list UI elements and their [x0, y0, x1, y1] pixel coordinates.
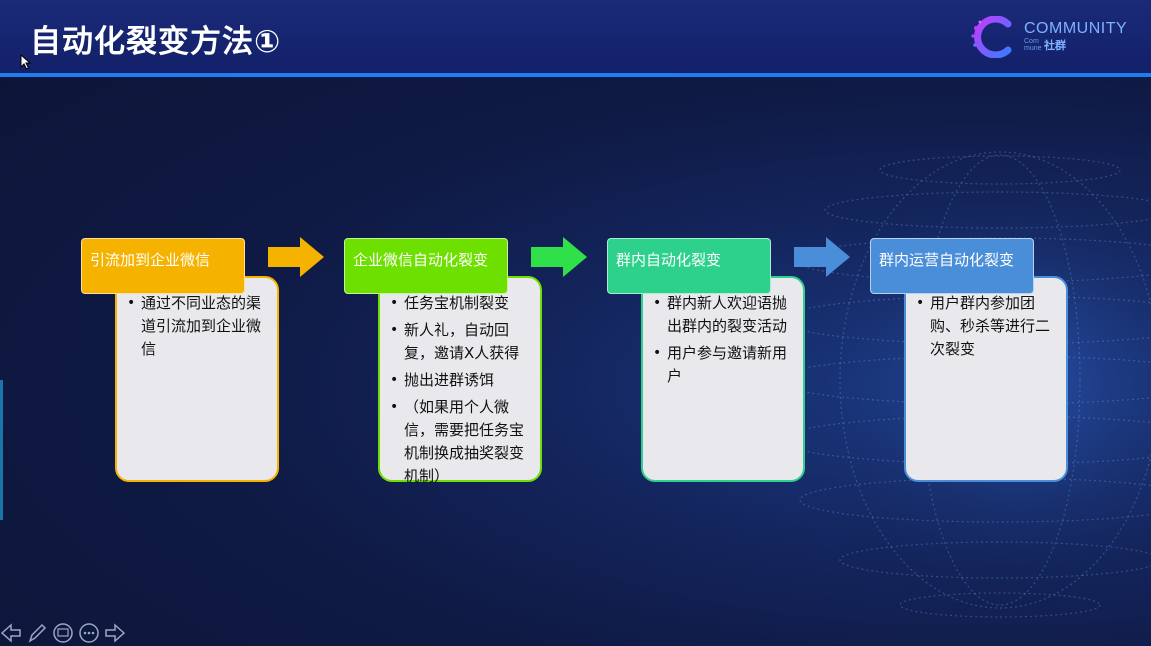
- bullet-item: 任务宝机制裂变: [390, 292, 532, 315]
- bullet-item: （如果用个人微信，需要把任务宝机制换成抽奖裂变机制）: [390, 396, 532, 488]
- community-logo: COMMUNITY Com mune 社群: [968, 15, 1128, 59]
- right-arrow-icon: [794, 237, 850, 277]
- logo-small-text: Com mune: [1024, 38, 1042, 52]
- previous-icon[interactable]: [0, 622, 22, 644]
- step-2: 任务宝机制裂变 新人礼，自动回复，邀请X人获得 抛出进群诱饵 （如果用个人微信，…: [344, 238, 544, 488]
- step-label: 企业微信自动化裂变: [344, 238, 508, 294]
- slide-title: 自动化裂变方法①: [30, 24, 282, 60]
- presentation-toolbar: [0, 622, 130, 646]
- more-icon[interactable]: [78, 622, 100, 644]
- slides-icon[interactable]: [52, 622, 74, 644]
- bullet-item: 抛出进群诱饵: [390, 369, 532, 392]
- step-card: 群内新人欢迎语抛出群内的裂变活动 用户参与邀请新用户: [641, 276, 805, 482]
- slide-header: 自动化裂变方法① COMMUNITY Com mune 社群: [0, 0, 1151, 74]
- step-card: 用户群内参加团购、秒杀等进行二次裂变: [904, 276, 1068, 482]
- step-4: 用户群内参加团购、秒杀等进行二次裂变 群内运营自动化裂变: [870, 238, 1070, 488]
- bullet-item: 群内新人欢迎语抛出群内的裂变活动: [653, 292, 795, 338]
- logo-cn-text: 社群: [1044, 39, 1066, 52]
- logo-c-icon: [971, 15, 1012, 59]
- left-edge-accent: [0, 380, 3, 520]
- bullet-item: 新人礼，自动回复，邀请X人获得: [390, 319, 532, 365]
- step-1: 通过不同业态的渠道引流加到企业微信 引流加到企业微信: [81, 238, 281, 488]
- step-3: 群内新人欢迎语抛出群内的裂变活动 用户参与邀请新用户 群内自动化裂变: [607, 238, 807, 488]
- bullet-item: 用户参与邀请新用户: [653, 342, 795, 388]
- right-arrow-icon: [531, 237, 587, 277]
- right-arrow-icon: [268, 237, 324, 277]
- next-icon[interactable]: [104, 622, 126, 644]
- step-card: 通过不同业态的渠道引流加到企业微信: [115, 276, 279, 482]
- bullet-item: 用户群内参加团购、秒杀等进行二次裂变: [916, 292, 1058, 361]
- step-label: 群内自动化裂变: [607, 238, 771, 294]
- step-label: 群内运营自动化裂变: [870, 238, 1034, 294]
- pen-icon[interactable]: [26, 622, 48, 644]
- mouse-cursor-icon: [20, 54, 32, 70]
- bullet-item: 通过不同业态的渠道引流加到企业微信: [127, 292, 269, 361]
- step-label: 引流加到企业微信: [81, 238, 245, 294]
- step-card: 任务宝机制裂变 新人礼，自动回复，邀请X人获得 抛出进群诱饵 （如果用个人微信，…: [378, 276, 542, 485]
- logo-wordmark: COMMUNITY: [1024, 20, 1128, 37]
- header-divider: [0, 73, 1151, 77]
